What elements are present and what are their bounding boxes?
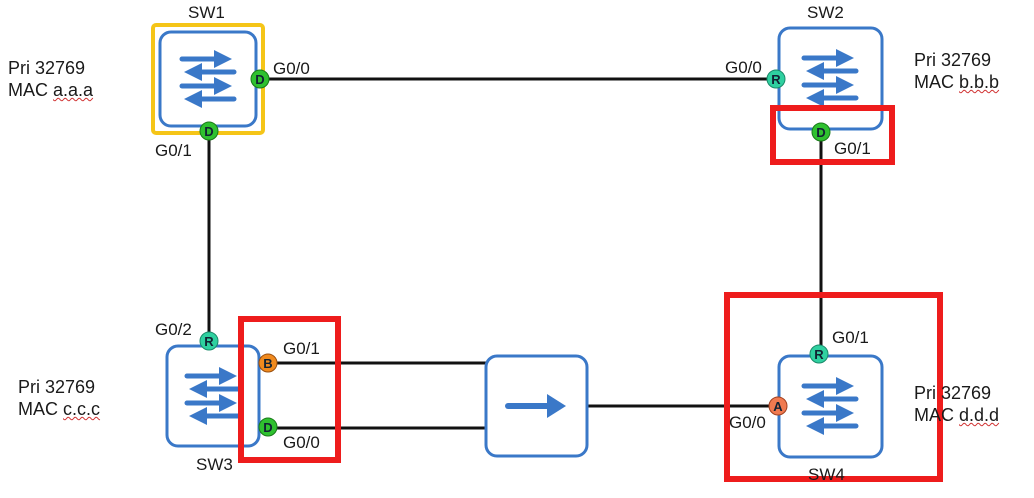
switch-sw3[interactable] [165,344,261,448]
switch-sw2-body [777,26,884,131]
callouts [238,105,943,482]
port-role-label: D [204,124,213,139]
port-marker-sw4-g01[interactable]: R [809,344,829,364]
port-label-sw2-g01: G0/1 [834,139,871,158]
port-marker-sw1-g01[interactable]: D [199,121,219,141]
port-label-sw3-g02: G0/2 [155,320,192,339]
port-marker-sw3-g02[interactable]: R [199,331,219,351]
port-marker-sw3-g01[interactable]: B [258,353,278,373]
port-role-label: A [773,399,783,414]
switch-sw3-body [165,344,261,448]
mac-label: MAC a.a.a [8,80,94,100]
callout-sw3-g01-g00 [238,316,341,463]
callout-sw4 [724,292,943,482]
sw3-name: SW3 [196,455,233,474]
mac-label: MAC d.d.d [914,405,1000,425]
sw4-info: Pri 32769 MAC d.d.d [914,382,999,426]
mac-label: MAC b.b.b [914,72,1000,92]
port-marker-sw2-g00[interactable]: R [766,69,786,89]
switch-sw4[interactable] [777,354,884,459]
arrow-right-icon [505,394,566,418]
switch-sw2[interactable] [777,26,884,131]
port-role-label: D [255,72,264,87]
sw1-name: SW1 [188,3,225,22]
port-label-sw4-g01: G0/1 [832,328,869,347]
hub-device[interactable] [484,354,589,458]
port-role-label: B [263,356,272,371]
sw2-name: SW2 [807,3,844,22]
switch-sw1[interactable] [151,23,265,135]
switch-sw1-body [158,30,258,128]
port-marker-sw3-g00[interactable]: D [258,417,278,437]
sw4-name: SW4 [808,465,845,484]
port-label-sw3-g00: G0/0 [283,433,320,452]
mac-label: MAC c.c.c [18,399,101,419]
port-role-label: R [771,72,781,87]
switch-sw4-body [777,354,884,459]
port-role-label: D [263,420,272,435]
port-role-label: D [816,125,825,140]
port-label-sw1-g00: G0/0 [273,59,310,78]
callout-sw2-g01 [770,105,895,165]
port-label-sw4-g00: G0/0 [729,413,766,432]
links [207,77,823,430]
sw3-info: Pri 32769 MAC c.c.c [18,376,100,420]
port-label-sw1-g01: G0/1 [155,141,192,160]
port-marker-sw1-g00[interactable]: D [250,69,270,89]
sw1-info: Pri 32769 MAC a.a.a [8,57,93,101]
port-markers: D D R D R B D R [199,69,831,437]
port-marker-sw2-g01[interactable]: D [811,122,831,142]
port-marker-sw4-g00[interactable]: A [768,396,788,416]
port-label-sw3-g01: G0/1 [283,339,320,358]
port-role-label: R [814,347,824,362]
priority-label: Pri 32769 [8,58,86,78]
port-label-sw2-g00: G0/0 [725,58,762,77]
port-role-label: R [204,334,214,349]
priority-label: Pri 32769 [914,50,992,70]
sw2-info: Pri 32769 MAC b.b.b [914,49,999,93]
priority-label: Pri 32769 [18,377,96,397]
priority-label: Pri 32769 [914,383,992,403]
